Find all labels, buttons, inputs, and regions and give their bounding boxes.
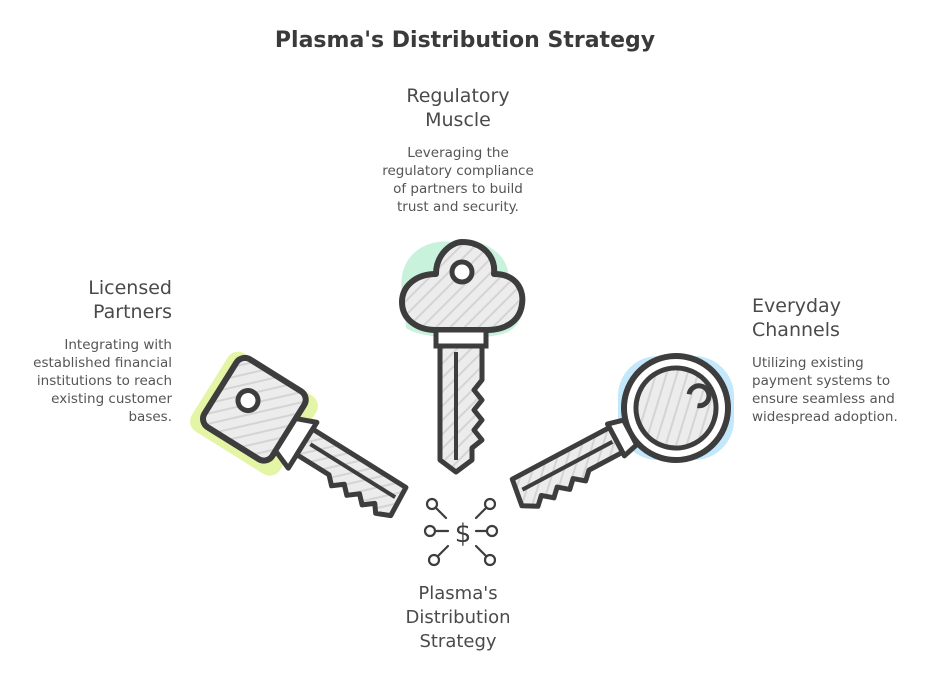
- right-heading: Everyday Channels: [752, 295, 841, 341]
- right-key-icon: [509, 353, 734, 509]
- right-description: Utilizing existing payment systems to en…: [752, 355, 898, 425]
- top-heading: Regulatory Muscle: [406, 85, 510, 131]
- left-key-icon: [190, 351, 409, 519]
- left-description: Integrating with established financial i…: [33, 337, 172, 425]
- center-label: Plasma's Distribution Strategy: [405, 583, 511, 652]
- svg-text:$: $: [455, 519, 472, 549]
- left-heading: Licensed Partners: [88, 277, 172, 323]
- top-key-icon: [399, 239, 526, 475]
- top-description: Leveraging the regulatory compliance of …: [382, 145, 534, 215]
- dollar-network-icon: $: [423, 497, 499, 567]
- diagram-title: Plasma's Distribution Strategy: [274, 28, 656, 53]
